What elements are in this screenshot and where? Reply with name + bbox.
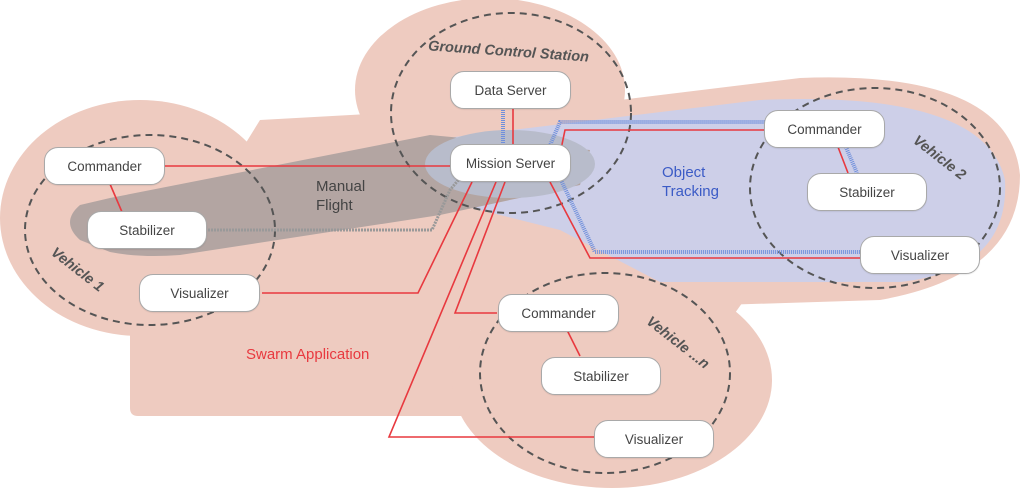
vehicle1-commander-label: Commander	[67, 158, 142, 174]
vehicle2-stabilizer-label: Stabilizer	[839, 184, 895, 200]
vehicle2-commander-label: Commander	[787, 121, 862, 137]
manual-flight-label: Manual Flight	[316, 177, 365, 215]
data-server-label: Data Server	[474, 82, 547, 98]
vehiclen-visualizer-node[interactable]: Visualizer	[594, 420, 714, 458]
link-mission-v2visualizer	[549, 181, 862, 259]
vehicle2-visualizer-label: Visualizer	[890, 247, 950, 263]
vehicle2-stabilizer-node[interactable]: Stabilizer	[807, 173, 927, 211]
vehiclen-stabilizer-node[interactable]: Stabilizer	[541, 357, 661, 395]
vehicle1-visualizer-node[interactable]: Visualizer	[139, 274, 260, 312]
mission-server-node[interactable]: Mission Server	[450, 144, 571, 182]
data-server-node[interactable]: Data Server	[450, 71, 571, 109]
vehiclen-stabilizer-label: Stabilizer	[573, 368, 629, 384]
object-tracking-label: Object Tracking	[662, 163, 719, 201]
link-vncommander-stabilizer	[566, 329, 581, 357]
vehicle1-stabilizer-label: Stabilizer	[119, 222, 175, 238]
vehicle2-visualizer-node[interactable]: Visualizer	[860, 236, 980, 274]
vehicle1-visualizer-label: Visualizer	[170, 285, 229, 301]
vehicle1-commander-node[interactable]: Commander	[44, 147, 165, 185]
vehiclen-outline	[479, 272, 731, 474]
mission-server-label: Mission Server	[465, 155, 556, 171]
vehiclen-commander-label: Commander	[521, 305, 596, 321]
vehiclen-commander-node[interactable]: Commander	[498, 294, 619, 332]
vehicle2-commander-node[interactable]: Commander	[764, 110, 885, 148]
object-tracking-label-line1: Object	[662, 164, 706, 181]
vehicle1-stabilizer-node[interactable]: Stabilizer	[87, 211, 207, 249]
object-tracking-links	[501, 108, 862, 254]
link-blue-mission-v2commander	[546, 120, 765, 151]
link-mission-vnvisualizer	[387, 181, 595, 438]
swarm-application-label: Swarm Application	[246, 346, 370, 363]
link-mission-v1visualizer	[262, 181, 473, 294]
vehicle2-outline	[749, 87, 1001, 289]
manual-flight-label-line2: Flight	[316, 197, 353, 214]
object-tracking-label-line2: Tracking	[662, 183, 719, 200]
link-v1commander-stabilizer	[109, 183, 123, 213]
link-mission-vncommander	[453, 181, 506, 314]
vehiclen-visualizer-label: Visualizer	[624, 431, 684, 447]
ground-control-outline	[390, 12, 632, 214]
link-v2commander-stabilizer	[837, 146, 849, 174]
manual-flight-label-line1: Manual	[316, 178, 366, 195]
